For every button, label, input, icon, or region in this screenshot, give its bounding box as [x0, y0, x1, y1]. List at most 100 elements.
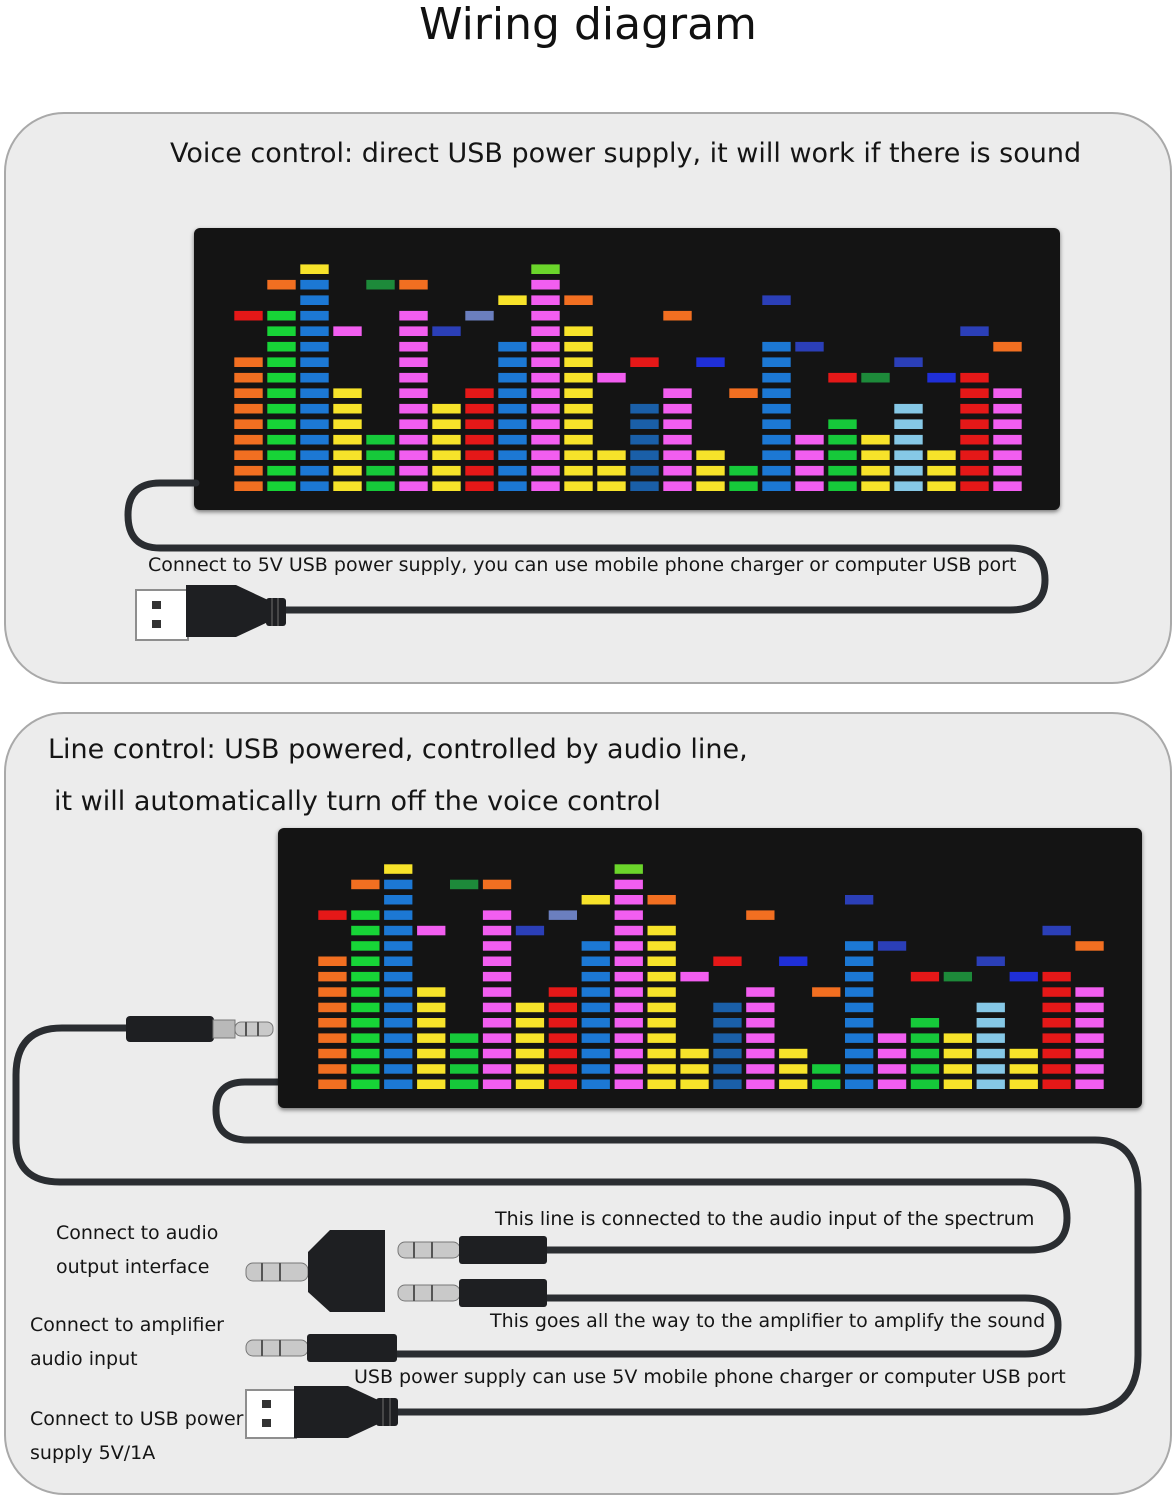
spectrum-segment — [663, 419, 692, 429]
spectrum-segment — [1075, 1018, 1104, 1028]
spectrum-segment — [384, 910, 413, 920]
spectrum-segment — [531, 279, 560, 290]
spectrum-segment — [351, 941, 380, 951]
spectrum-segment — [894, 481, 923, 491]
spectrum-segment — [1075, 1064, 1104, 1074]
spectrum-peak — [597, 372, 626, 383]
spectrum-segment — [548, 1079, 577, 1089]
spectrum-segment — [910, 1033, 940, 1043]
spectrum-segment — [845, 1018, 874, 1028]
spectrum-segment — [1042, 1079, 1071, 1089]
spectrum-segment — [531, 434, 560, 445]
spectrum-segment — [564, 481, 593, 491]
spectrum-segment — [910, 1018, 940, 1028]
spectrum-segment — [351, 925, 380, 936]
spectrum-segment — [927, 450, 956, 460]
spectrum-segment — [267, 357, 296, 367]
spectrum-segment — [597, 481, 626, 491]
spectrum-peak — [762, 295, 791, 305]
spectrum-segment — [845, 1079, 874, 1089]
audio-jack-board — [126, 1016, 274, 1042]
spectrum-segment — [399, 372, 428, 383]
spectrum-segment — [976, 1018, 1005, 1028]
spectrum-segment — [993, 465, 1022, 476]
spectrum-segment — [630, 481, 659, 491]
spectrum-segment — [548, 987, 577, 997]
spectrum-segment — [762, 341, 791, 352]
spectrum-segment — [234, 388, 263, 398]
spectrum-segment — [1042, 1048, 1071, 1059]
spectrum-segment — [300, 388, 329, 398]
spectrum-segment — [267, 388, 296, 398]
spectrum-peak — [1009, 971, 1038, 982]
spectrum-segment — [384, 1048, 413, 1059]
spectrum-segment — [713, 1033, 742, 1043]
spectrum-segment — [943, 1064, 972, 1074]
spectrum-segment — [597, 465, 626, 476]
spectrum-segment — [234, 434, 263, 445]
spectrum-input-note: This line is connected to the audio inpu… — [495, 1208, 1035, 1230]
spectrum-peak — [234, 310, 263, 321]
spectrum-segment — [729, 481, 758, 491]
spectrum-segment — [399, 403, 428, 414]
spectrum-segment — [828, 419, 857, 429]
spectrum-segment — [647, 971, 676, 982]
spectrum-segment — [779, 1064, 808, 1074]
spectrum-segment — [696, 450, 725, 460]
spectrum-segment — [384, 987, 413, 997]
spectrum-segment — [614, 1018, 643, 1028]
usb-plug-voice — [135, 585, 286, 641]
usb-cable-line — [212, 1078, 1142, 1416]
spectrum-segment — [548, 1018, 577, 1028]
spectrum-segment — [384, 925, 413, 936]
audio-output-label-2: output interface — [56, 1256, 210, 1278]
spectrum-segment — [845, 1033, 874, 1043]
spectrum-peak — [333, 326, 362, 336]
spectrum-segment — [300, 295, 329, 305]
spectrum-segment — [432, 419, 461, 429]
spectrum-segment — [300, 481, 329, 491]
audio-output-label-1: Connect to audio — [56, 1222, 219, 1244]
spectrum-segment — [318, 1018, 347, 1028]
spectrum-segment — [267, 341, 296, 352]
spectrum-segment — [746, 1018, 775, 1028]
spectrum-segment — [581, 1079, 610, 1089]
spectrum-segment — [515, 1064, 545, 1074]
spectrum-segment — [318, 987, 347, 997]
spectrum-peak — [515, 925, 545, 936]
spectrum-segment — [960, 481, 989, 491]
spectrum-segment — [762, 357, 791, 367]
spectrum-peak — [300, 264, 329, 274]
spectrum-segment — [1042, 1002, 1071, 1013]
spectrum-segment — [630, 465, 659, 476]
spectrum-segment — [581, 1033, 610, 1043]
spectrum-segment — [713, 1079, 742, 1089]
spectrum-segment — [300, 279, 329, 290]
spectrum-segment — [581, 1048, 610, 1059]
spectrum-segment — [713, 1002, 742, 1013]
spectrum-segment — [910, 1048, 940, 1059]
spectrum-segment — [498, 419, 527, 429]
spectrum-segment — [351, 1018, 380, 1028]
spectrum-segment — [680, 1079, 709, 1089]
spectrum-segment — [1042, 1064, 1071, 1074]
spectrum-segment — [384, 1033, 413, 1043]
spectrum-segment — [894, 403, 923, 414]
spectrum-segment — [465, 419, 494, 429]
spectrum-segment — [976, 1033, 1005, 1043]
spectrum-peak — [729, 388, 758, 398]
spectrum-segment — [581, 987, 610, 997]
spectrum-segment — [531, 403, 560, 414]
spectrum-segment — [828, 481, 857, 491]
spectrum-peak — [877, 941, 907, 951]
spectrum-segment — [351, 1033, 380, 1043]
spectrum-segment — [300, 357, 329, 367]
spectrum-segment — [531, 310, 560, 321]
spectrum-peak — [795, 341, 824, 352]
spectrum-peak — [746, 910, 775, 920]
spectrum-segment — [498, 388, 527, 398]
usb-note-voice: Connect to 5V USB power supply, you can … — [148, 554, 1017, 576]
spectrum-segment — [614, 941, 643, 951]
spectrum-segment — [351, 910, 380, 920]
spectrum-segment — [630, 434, 659, 445]
